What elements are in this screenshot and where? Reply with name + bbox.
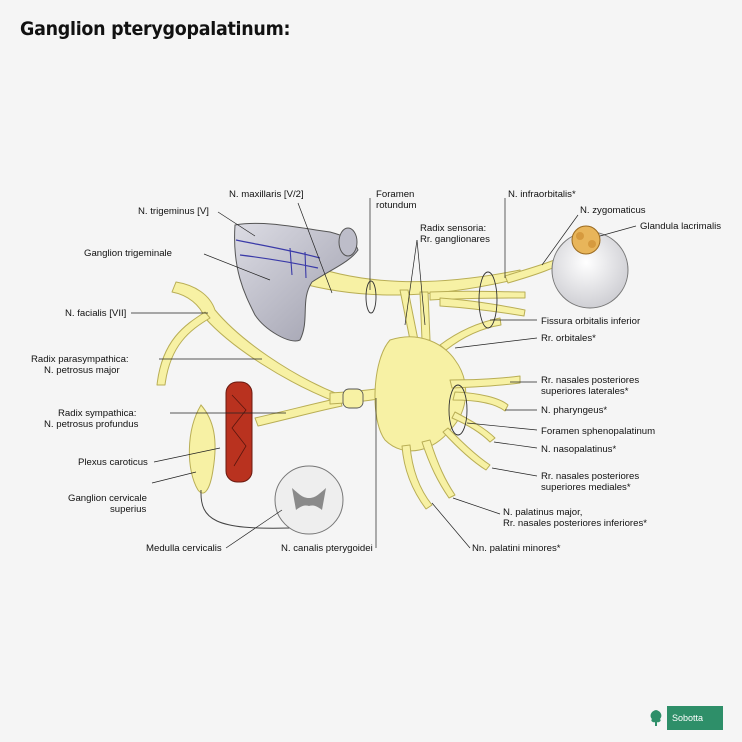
label-radix-sensoria-1: Radix sensoria:	[420, 223, 486, 234]
eye-and-gland	[551, 225, 629, 309]
arteria-carotis	[225, 381, 253, 483]
label-rr-orbitales: Rr. orbitales*	[541, 333, 596, 344]
publisher-brand: Sobotta	[645, 706, 723, 730]
label-n-pharyngeus: N. pharyngeus*	[541, 405, 607, 416]
label-n-trigeminus: N. trigeminus [V]	[138, 206, 209, 217]
label-glandula-lacrimalis: Glandula lacrimalis	[640, 221, 721, 232]
label-rr-nasales-med-1: Rr. nasales posteriores	[541, 471, 639, 482]
labels: N. maxillaris [V/2] Foramen rotundum N. …	[31, 189, 721, 554]
label-n-infraorbitalis: N. infraorbitalis*	[508, 189, 576, 200]
label-n-maxillaris: N. maxillaris [V/2]	[229, 189, 304, 200]
label-n-facialis: N. facialis [VII]	[65, 308, 126, 319]
foramen-rings	[342, 271, 498, 436]
label-n-palatinus-1: N. palatinus major,	[503, 507, 582, 518]
medulla-cervicalis	[274, 465, 344, 535]
label-fissura-orbitalis: Fissura orbitalis inferior	[541, 316, 641, 327]
label-n-canalis: N. canalis pterygoidei	[281, 543, 373, 554]
ganglion-trigeminale	[234, 222, 359, 342]
label-rr-nasales-lat-2: superiores laterales*	[541, 386, 629, 397]
page-title: Ganglion pterygopalatinum:	[20, 18, 291, 40]
label-ganglion-cervicale-1: Ganglion cervicale	[68, 493, 147, 504]
label-n-nasopalatinus: N. nasopalatinus*	[541, 444, 616, 455]
label-medulla-cervicalis: Medulla cervicalis	[146, 543, 222, 554]
label-n-zygomaticus: N. zygomaticus	[580, 205, 646, 216]
brand-name: Sobotta	[667, 706, 723, 730]
label-radix-sensoria-2: Rr. ganglionares	[420, 234, 490, 245]
label-rr-nasales-med-2: superiores mediales*	[541, 482, 631, 493]
ganglion-cervicale	[188, 404, 216, 494]
nerve-trunks	[156, 249, 579, 510]
label-foramen-spheno: Foramen sphenopalatinum	[541, 426, 655, 437]
elsevier-tree-icon	[645, 706, 667, 730]
cervical-connection	[200, 489, 291, 529]
label-rr-nasales-lat-1: Rr. nasales posteriores	[541, 375, 639, 386]
label-nn-palatini: Nn. palatini minores*	[472, 543, 561, 554]
label-radix-symp-1: Radix sympathica:	[58, 408, 136, 419]
label-foramen-rotundum-2: rotundum	[376, 200, 417, 211]
label-ganglion-cervicale-2: superius	[110, 504, 146, 515]
label-radix-parasymp-1: Radix parasympathica:	[31, 354, 129, 365]
label-foramen-rotundum-1: Foramen	[376, 189, 414, 200]
label-plexus-caroticus: Plexus caroticus	[78, 457, 148, 468]
label-ganglion-trigeminale: Ganglion trigeminale	[84, 248, 172, 259]
leader-lines	[131, 198, 637, 549]
label-radix-parasymp-2: N. petrosus major	[44, 365, 121, 376]
label-n-palatinus-2: Rr. nasales posteriores inferiores*	[503, 518, 647, 529]
label-radix-symp-2: N. petrosus profundus	[44, 419, 139, 430]
